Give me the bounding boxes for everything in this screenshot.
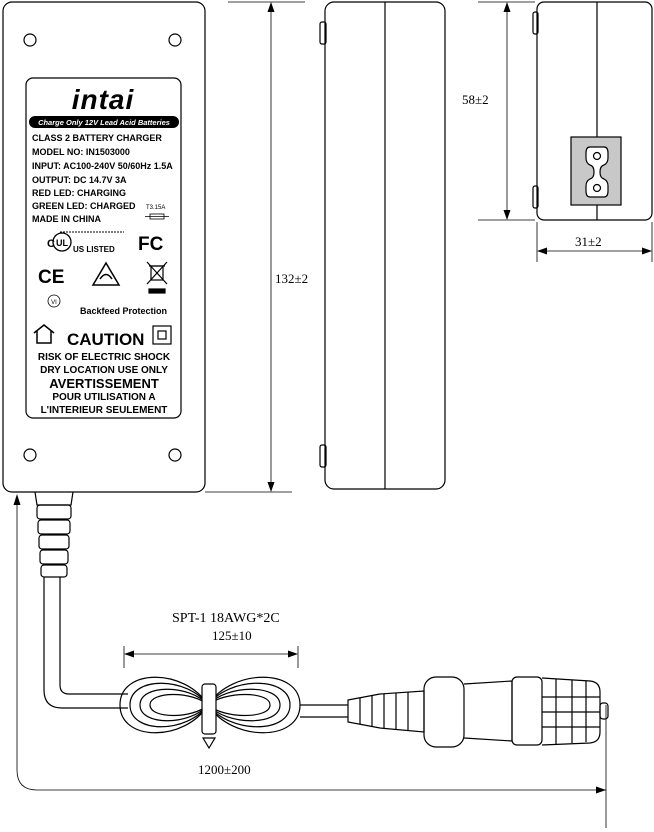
strain-relief-ring-1 xyxy=(36,504,72,520)
svg-text:C: C xyxy=(47,238,55,250)
backfeed-text: Backfeed Protection xyxy=(80,306,167,316)
svg-text:UL: UL xyxy=(56,238,68,248)
banner-text: Charge Only 12V Lead Acid Batteries xyxy=(38,118,170,127)
side-foot-bottom xyxy=(319,444,327,468)
label-line-7: MADE IN CHINA xyxy=(32,214,101,224)
label-line-4: OUTPUT: DC 14.7V 3A xyxy=(32,175,127,185)
label-line-6: GREEN LED: CHARGED xyxy=(32,201,136,211)
end-foot-bottom xyxy=(532,185,539,209)
screw-hole-top-right xyxy=(168,33,182,47)
dim-cable-text: 1200±200 xyxy=(198,762,251,777)
strain-relief-ring-4 xyxy=(39,549,69,565)
double-insulation-icon xyxy=(152,325,172,345)
screw-hole-bottom-left xyxy=(23,448,37,462)
warning-line-2: DRY LOCATION USE ONLY xyxy=(40,365,168,376)
dim-width-text: 31±2 xyxy=(575,234,602,249)
dim-cable-line xyxy=(16,500,606,791)
strain-relief-ring-3 xyxy=(38,534,70,550)
label-line-2: MODEL NO: IN1503000 xyxy=(32,147,130,157)
dim-coil-text: 125±10 xyxy=(212,628,252,643)
label-line-1: CLASS 2 BATTERY CHARGER xyxy=(32,133,162,143)
svg-text:VI: VI xyxy=(51,300,57,306)
fuse-rating: T3.15A xyxy=(146,205,165,211)
screw-hole-top-left xyxy=(23,33,37,47)
label-line-3: INPUT: AC100-240V 50/60Hz 1.5A xyxy=(32,161,173,171)
ac-inlet-pin-2 xyxy=(592,183,602,193)
cable-tie-end xyxy=(201,737,217,750)
strain-relief-ring-2 xyxy=(37,519,71,535)
ul-listed-icon: C UL US LISTED xyxy=(47,231,124,254)
cable-spec-text: SPT-1 18AWG*2C xyxy=(172,611,280,626)
ce-mark-icon: CE xyxy=(38,267,64,288)
screw-hole-bottom-right xyxy=(168,448,182,462)
indoor-house-icon xyxy=(33,324,55,344)
label-line-5: RED LED: CHARGING xyxy=(32,188,126,198)
efficiency-vi-icon: VI xyxy=(47,294,61,308)
cable-outer xyxy=(43,577,128,709)
fuse-symbol-icon xyxy=(145,213,169,220)
rcm-mark-icon xyxy=(91,261,121,286)
dim-length-text: 132±2 xyxy=(275,271,308,286)
fcc-mark-icon: FC xyxy=(138,234,164,255)
strain-relief-ring-5 xyxy=(40,564,68,578)
french-line-2: L'INTERIEUR SEULEMENT xyxy=(41,405,168,416)
ac-inlet-figure8 xyxy=(585,146,609,198)
brand-logo: intai xyxy=(72,84,135,115)
warning-line-1: RISK OF ELECTRIC SHOCK xyxy=(38,352,171,363)
end-foot-top xyxy=(532,11,539,35)
french-line-1: POUR UTILISATION A xyxy=(52,392,155,403)
charger-body-end xyxy=(536,1,653,221)
caution-heading: CAUTION xyxy=(67,330,144,349)
charger-body-front xyxy=(2,1,206,493)
label-panel xyxy=(25,77,182,419)
dim-height-text: 58±2 xyxy=(462,92,489,107)
ac-inlet-pin-1 xyxy=(592,151,602,161)
ul-listed-text: US LISTED xyxy=(73,245,115,254)
car-plug xyxy=(347,676,609,748)
strain-relief xyxy=(34,491,74,506)
banner-background xyxy=(29,116,179,128)
weee-bin-icon xyxy=(146,261,168,294)
cable-tie xyxy=(201,683,217,735)
side-foot-top xyxy=(319,21,327,45)
avertissement-heading: AVERTISSEMENT xyxy=(49,376,159,391)
cable-inner xyxy=(59,577,128,695)
